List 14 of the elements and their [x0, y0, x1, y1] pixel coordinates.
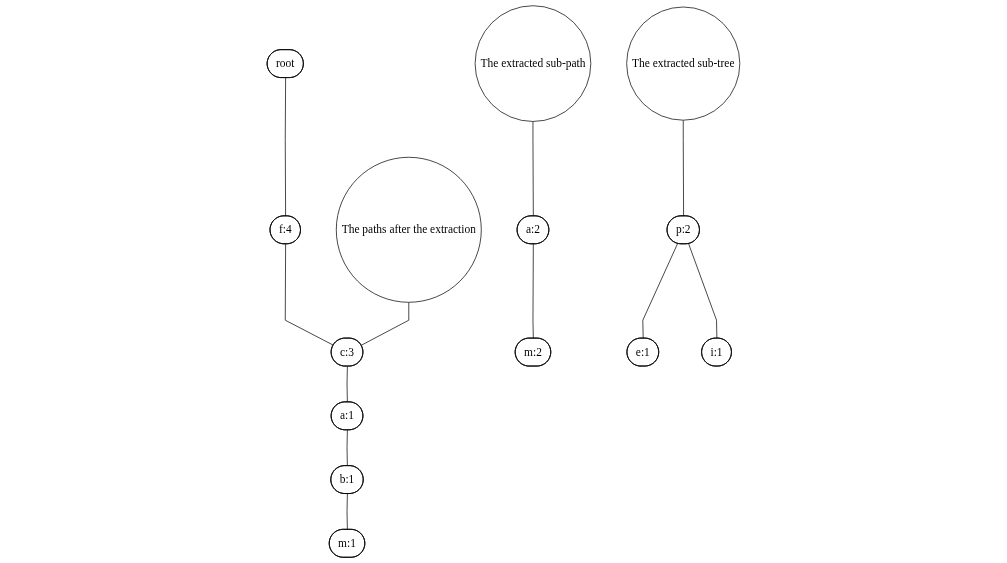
connector [688, 243, 718, 339]
connector [532, 243, 534, 339]
node-circle: The extracted sub-path [474, 5, 592, 122]
node-circle: The extracted sub-tree [626, 6, 741, 121]
connector [532, 121, 534, 217]
connector [346, 366, 348, 403]
connector [360, 301, 410, 346]
node-circle: The paths after the extraction [335, 156, 482, 303]
connector [682, 119, 684, 217]
connector [284, 243, 334, 346]
connector [346, 429, 348, 467]
connector [642, 243, 678, 339]
connector [284, 77, 286, 217]
connector [346, 493, 348, 531]
